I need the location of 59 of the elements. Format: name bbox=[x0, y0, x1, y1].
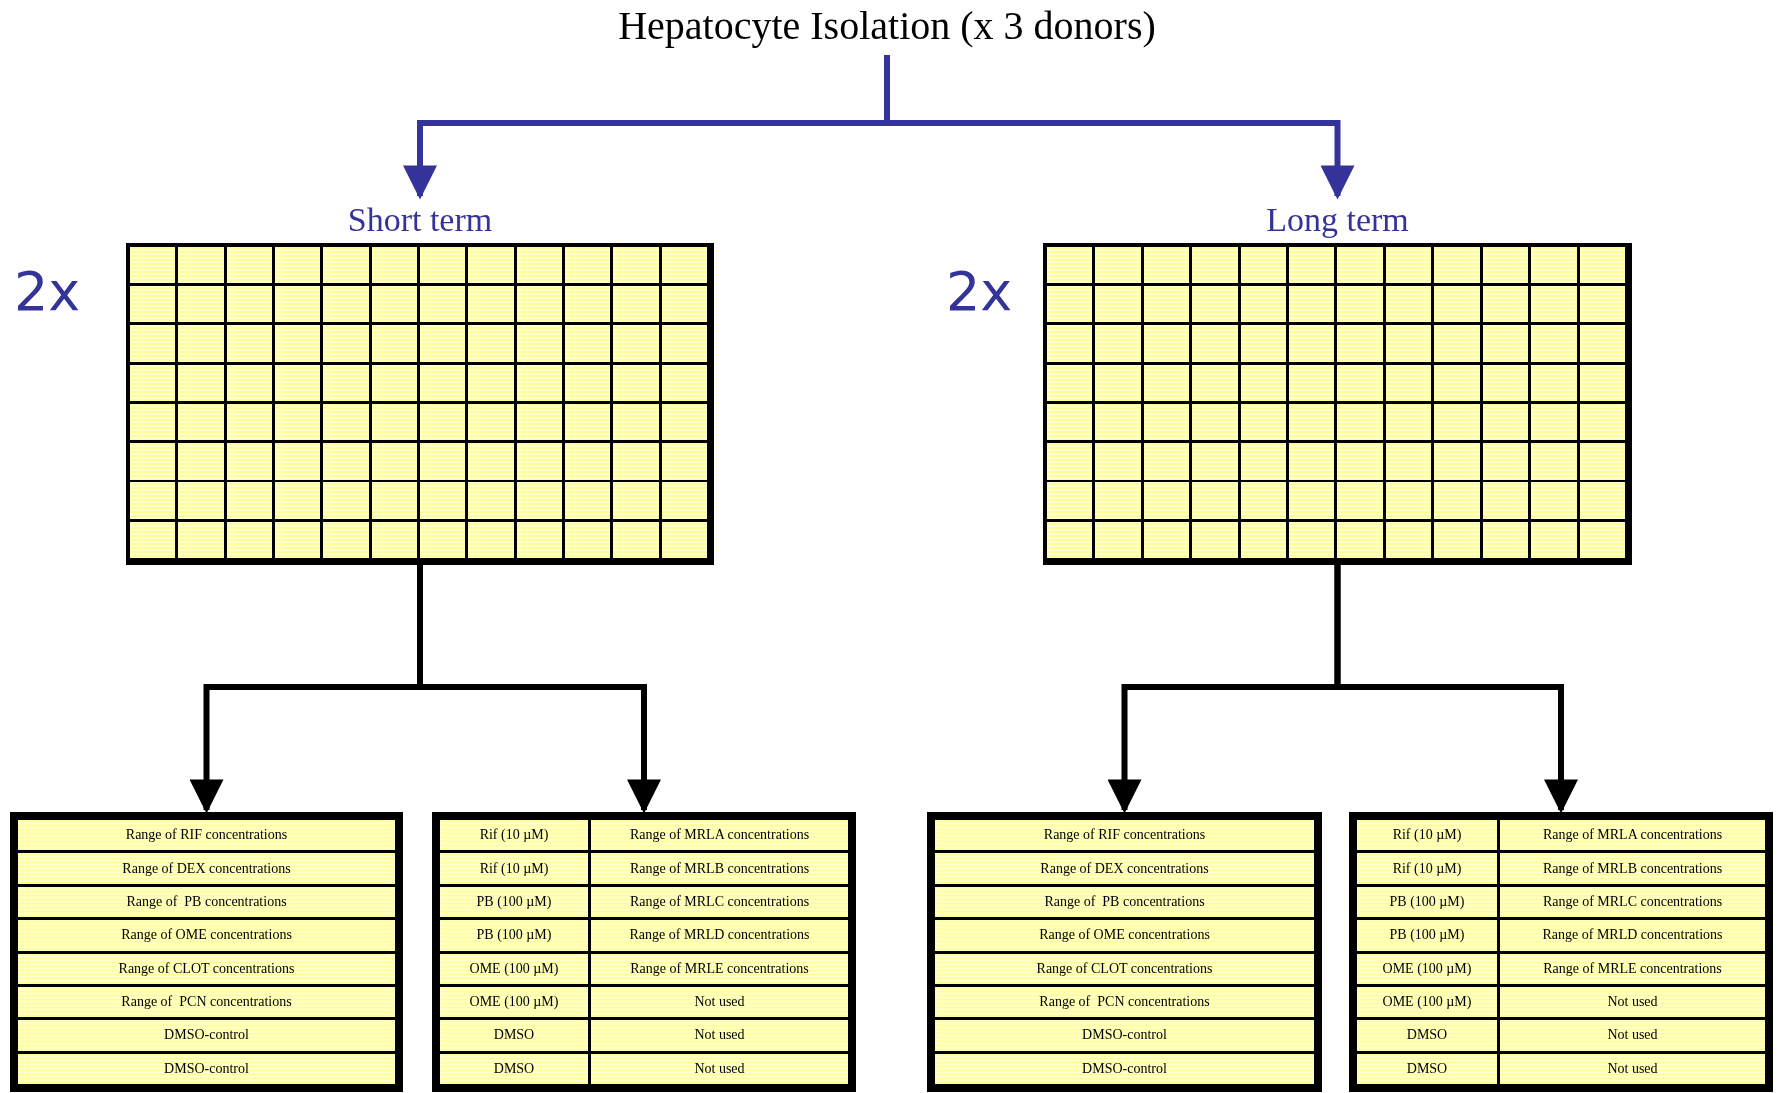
table-cell: Not used bbox=[589, 985, 850, 1019]
table-cell: Rif (10 µM) bbox=[1355, 818, 1499, 852]
table-cell: Range of MRLD concentrations bbox=[1498, 918, 1767, 952]
treatment-table bbox=[1349, 812, 1773, 1092]
table-cell: Range of DEX concentrations bbox=[933, 851, 1316, 886]
table-cell: Range of OME concentrations bbox=[16, 918, 397, 952]
plate-heading: Short term bbox=[346, 200, 494, 240]
table-cell: Range of RIF concentrations bbox=[933, 818, 1316, 852]
table-cell: Range of DEX concentrations bbox=[16, 851, 397, 886]
table-cell: DMSO-control bbox=[16, 1052, 397, 1086]
table-cell: Range of MRLA concentrations bbox=[1498, 818, 1767, 852]
table-cell: PB (100 µM) bbox=[438, 918, 590, 952]
table-cell: PB (100 µM) bbox=[1355, 918, 1499, 952]
table-cell: OME (100 µM) bbox=[1355, 952, 1499, 986]
table-cell: OME (100 µM) bbox=[438, 952, 590, 986]
multiplier-label: 2x bbox=[946, 262, 1013, 322]
table-cell: Not used bbox=[1498, 985, 1767, 1019]
table-cell: Range of MRLC concentrations bbox=[1498, 885, 1767, 919]
table-cell: Range of PB concentrations bbox=[16, 885, 397, 919]
table-cell: OME (100 µM) bbox=[1355, 985, 1499, 1019]
table-cell: Range of OME concentrations bbox=[933, 918, 1316, 952]
table-cell: DMSO-control bbox=[933, 1018, 1316, 1053]
table-cell: Rif (10 µM) bbox=[1355, 851, 1499, 886]
table-cell: Not used bbox=[1498, 1052, 1767, 1086]
heading-text: Hepatocyte Isolation (x 3 donors) bbox=[560, 2, 1214, 52]
table-cell: Range of MRLC concentrations bbox=[589, 885, 850, 919]
table-cell: Range of MRLE concentrations bbox=[589, 952, 850, 986]
table-cell: DMSO bbox=[438, 1018, 590, 1053]
treatment-table bbox=[927, 812, 1322, 1092]
table-cell: Range of CLOT concentrations bbox=[16, 952, 397, 986]
table-cell: Rif (10 µM) bbox=[438, 818, 590, 852]
table-cell: Range of CLOT concentrations bbox=[933, 952, 1316, 986]
table-cell: Range of MRLD concentrations bbox=[589, 918, 850, 952]
table-cell: DMSO bbox=[1355, 1052, 1499, 1086]
table-cell: Range of RIF concentrations bbox=[16, 818, 397, 852]
arrow bbox=[884, 55, 1355, 200]
table-cell: Range of MRLA concentrations bbox=[589, 818, 850, 852]
table-cell: Range of MRLB concentrations bbox=[589, 851, 850, 886]
table-cell: Range of PCN concentrations bbox=[16, 985, 397, 1019]
table-cell: DMSO bbox=[1355, 1018, 1499, 1053]
multiplier-label: 2x bbox=[14, 262, 81, 322]
table-cell: Range of MRLB concentrations bbox=[1498, 851, 1767, 886]
treatment-table bbox=[432, 812, 856, 1092]
table-cell: OME (100 µM) bbox=[438, 985, 590, 1019]
arrow bbox=[1334, 565, 1578, 814]
table-cell: DMSO-control bbox=[933, 1052, 1316, 1086]
table-cell: Rif (10 µM) bbox=[438, 851, 590, 886]
treatment-table bbox=[10, 812, 403, 1092]
table-cell: Range of MRLE concentrations bbox=[1498, 952, 1767, 986]
plate-heading: Long term bbox=[1265, 200, 1410, 240]
table-cell: Range of PCN concentrations bbox=[933, 985, 1316, 1019]
table-cell: DMSO-control bbox=[16, 1018, 397, 1053]
table-cell: Range of PB concentrations bbox=[933, 885, 1316, 919]
table-cell: Not used bbox=[589, 1052, 850, 1086]
table-cell: PB (100 µM) bbox=[1355, 885, 1499, 919]
table-cell: DMSO bbox=[438, 1052, 590, 1086]
table-cell: PB (100 µM) bbox=[438, 885, 590, 919]
table-cell: Not used bbox=[1498, 1018, 1767, 1053]
table-cell: Not used bbox=[589, 1018, 850, 1053]
